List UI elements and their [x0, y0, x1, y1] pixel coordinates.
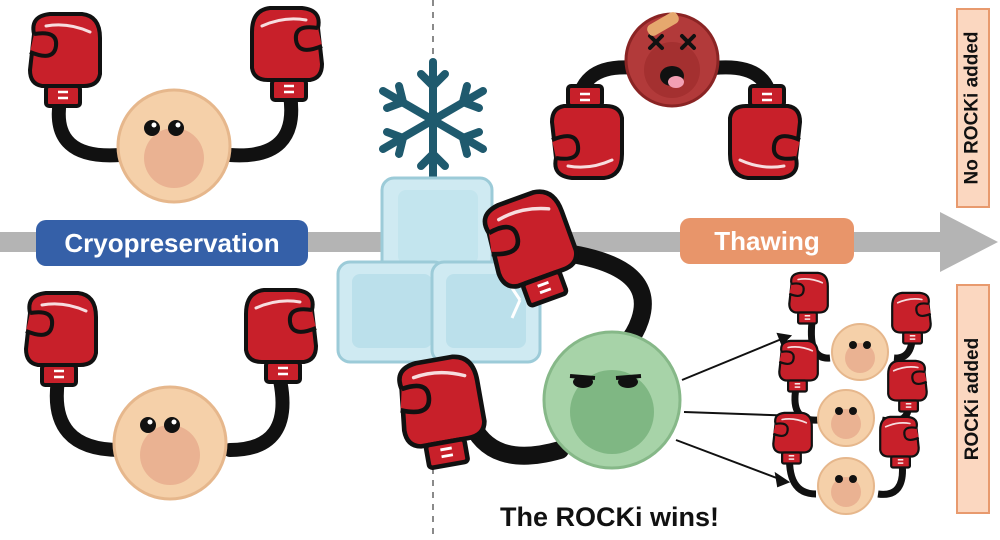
boxing-glove-icon: [550, 84, 624, 180]
cryopreservation-label: Cryopreservation: [36, 220, 308, 266]
boxing-glove-icon: [891, 291, 932, 345]
cell-icon: [791, 387, 912, 447]
no-rocki-box: No ROCKi added: [956, 8, 990, 208]
rocki-label: ROCKi added: [962, 337, 984, 461]
boxing-glove-icon: [778, 339, 819, 393]
boxing-glove-icon: [28, 12, 102, 108]
boxing-glove-icon: [250, 6, 324, 102]
cell-icon: [51, 88, 299, 204]
cell-icon: [807, 321, 917, 381]
boxing-glove-icon: [244, 288, 318, 384]
boxing-glove-icon: [879, 415, 920, 469]
boxing-glove-icon: [887, 359, 928, 413]
boxing-glove-icon: [772, 411, 813, 465]
cell-icon: [49, 373, 290, 501]
rocki-box: ROCKi added: [956, 284, 990, 514]
boxing-glove-icon: [728, 84, 802, 180]
boxing-glove-icon: [788, 271, 829, 325]
dead-cell-icon: [570, 12, 778, 125]
no-rocki-label: No ROCKi added: [962, 31, 983, 185]
caption: The ROCKi wins!: [500, 502, 720, 532]
boxing-glove-icon: [24, 291, 98, 387]
snowflake-icon: [379, 58, 487, 182]
thawing-label: Thawing: [680, 218, 854, 264]
cell-icon: [786, 449, 906, 515]
boxing-glove-icon: [393, 353, 491, 471]
